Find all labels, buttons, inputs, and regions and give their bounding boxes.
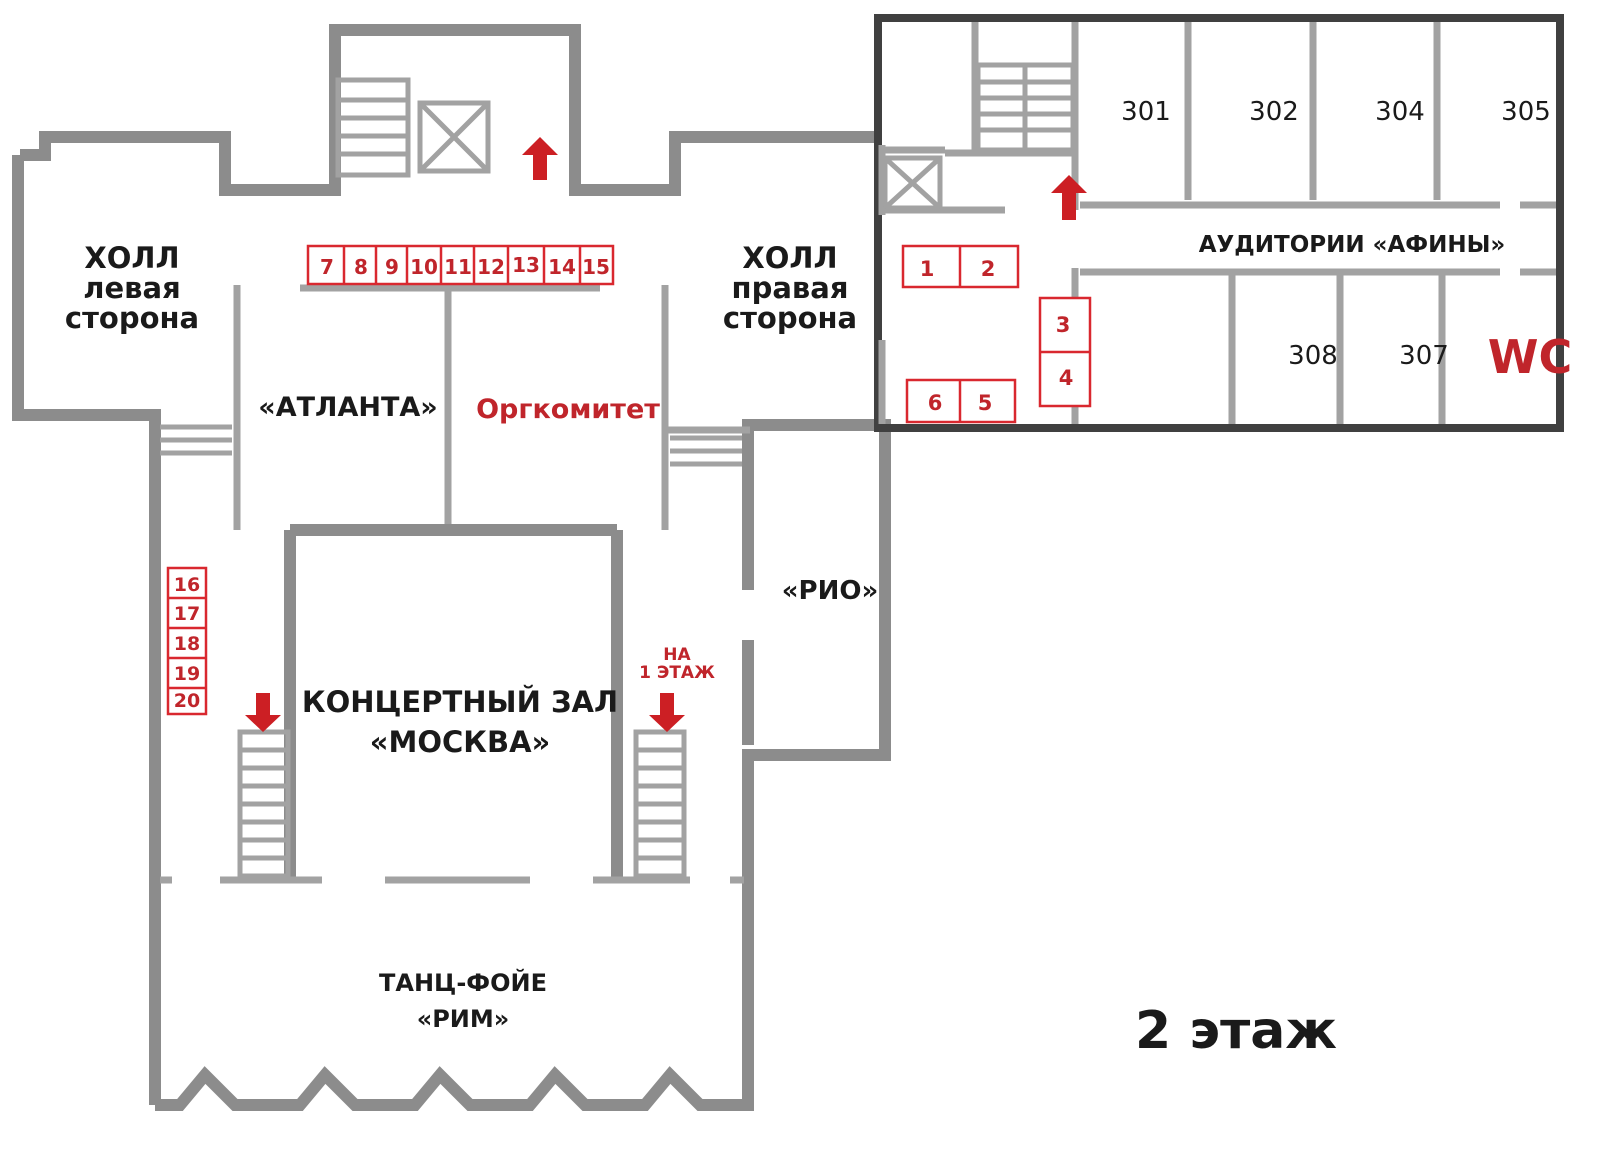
stairs-icon [670, 435, 742, 467]
hall-right-label-3: сторона [723, 301, 857, 335]
stand-13: 13 [512, 253, 540, 277]
stand-1: 1 [920, 257, 935, 281]
stairs-icon [237, 729, 291, 879]
room-304-label: 304 [1375, 97, 1425, 127]
stand-19: 19 [174, 663, 200, 685]
stand-10: 10 [410, 255, 438, 279]
elevator-icon [882, 155, 943, 211]
elevator-icon [417, 100, 491, 174]
stand-18: 18 [174, 633, 200, 655]
stand-12: 12 [477, 255, 505, 279]
arrow-up-icon [1051, 175, 1087, 220]
stand-pair-1-2: 1 2 [901, 244, 1020, 289]
outer-wall-left-block [12, 24, 878, 1105]
hall-left-label-3: сторона [65, 301, 199, 335]
stand-5: 5 [978, 391, 993, 415]
outer-wall-rio [742, 419, 891, 875]
outer-wall-right-wing [874, 14, 1564, 432]
stand-9: 9 [385, 255, 399, 279]
right-wing-inner-walls [878, 22, 1556, 424]
dance-foyer-label-1: ТАНЦ-ФОЙЕ [379, 968, 547, 997]
room-301-label: 301 [1121, 97, 1171, 127]
room-308-label: 308 [1288, 341, 1338, 371]
stand-3: 3 [1056, 313, 1071, 337]
floor-label: 2 этаж [1135, 1001, 1337, 1061]
stairs-icon [975, 62, 1076, 153]
arrow-up-icon [522, 137, 558, 180]
room-305-label: 305 [1501, 97, 1551, 127]
stand-14: 14 [548, 255, 576, 279]
stand-16: 16 [174, 574, 200, 596]
wc-label: WC [1488, 330, 1573, 384]
hall-right-label-1: ХОЛЛ [742, 241, 837, 275]
left-block-inner-walls [160, 284, 750, 884]
stand-pair-3-4: 3 4 [1038, 296, 1092, 408]
stand-2: 2 [981, 257, 996, 281]
stand-column-left: 16 17 18 19 20 [166, 566, 208, 716]
room-302-label: 302 [1249, 97, 1299, 127]
stand-pair-6-5: 6 5 [905, 378, 1017, 424]
outer-wall-foyer-bottom [155, 875, 754, 1111]
stairs-icon [633, 729, 687, 879]
stairs-icon [160, 424, 232, 456]
arrow-down-icon [649, 693, 685, 732]
stand-4: 4 [1059, 366, 1074, 390]
concert-hall-label-2: «МОСКВА» [370, 725, 551, 759]
stand-8: 8 [354, 255, 368, 279]
stand-15: 15 [582, 255, 610, 279]
hall-right-label-2: правая [732, 271, 849, 305]
rio-label: «РИО» [782, 576, 879, 606]
stairs-icon [335, 77, 411, 178]
stand-17: 17 [174, 603, 200, 625]
arrow-down-icon [245, 693, 281, 732]
auditoriums-label: АУДИТОРИИ «АФИНЫ» [1199, 232, 1506, 258]
atlanta-label: «АТЛАНТА» [258, 392, 437, 423]
stand-row-top: 7 8 9 10 11 12 13 14 15 [306, 244, 615, 286]
room-307-label: 307 [1399, 341, 1449, 371]
stand-20: 20 [174, 690, 200, 712]
to-first-floor-label-1: НА [663, 645, 691, 665]
stand-11: 11 [444, 255, 472, 279]
to-first-floor-label-2: 1 ЭТАЖ [639, 663, 715, 683]
stand-7: 7 [320, 255, 334, 279]
concert-hall-label-1: КОНЦЕРТНЫЙ ЗАЛ [302, 685, 618, 719]
stand-6: 6 [928, 391, 943, 415]
hall-left-label-1: ХОЛЛ [84, 241, 179, 275]
hall-left-label-2: левая [83, 271, 180, 305]
dance-foyer-label-2: «РИМ» [417, 1005, 510, 1033]
orgcommittee-label: Оргкомитет [476, 394, 660, 425]
